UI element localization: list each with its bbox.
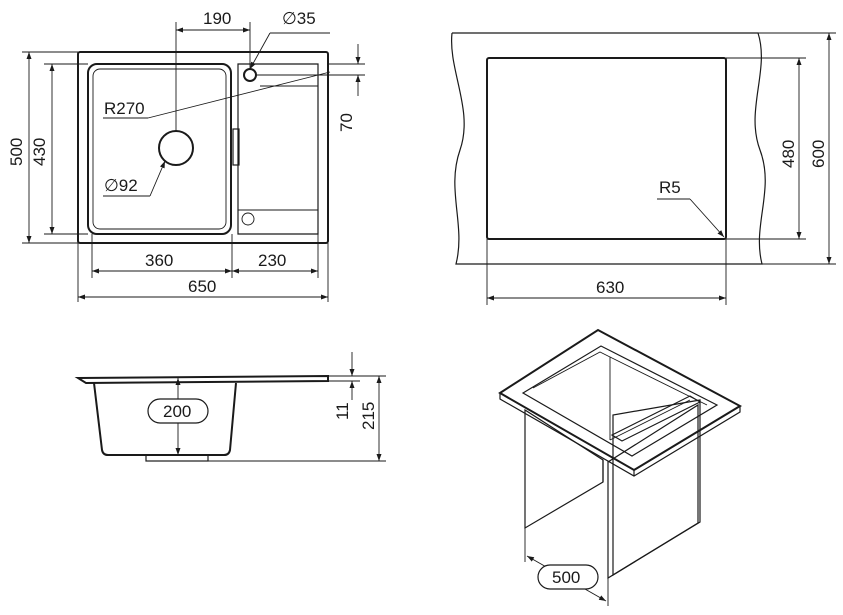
dim-iso-500-label: 500	[552, 568, 580, 587]
dim-11-label: 11	[333, 402, 352, 420]
iso-right-panel	[607, 403, 699, 580]
dim-r270-label: R270	[104, 99, 145, 118]
dim-630-label: 630	[596, 278, 624, 297]
dim-200-label: 200	[163, 402, 191, 421]
iso-view: 500	[498, 328, 743, 606]
dim-600-label: 600	[809, 140, 828, 168]
dim-230-label: 230	[258, 251, 286, 270]
iso-countertop-inner	[521, 345, 719, 457]
dim-dia35-label: ∅35	[282, 9, 316, 28]
dim-200-callout	[147, 398, 209, 424]
cutout-view: 480 600 R5 630	[450, 32, 836, 305]
dim-215-label: 215	[359, 402, 378, 430]
dim-iso-500-callout	[537, 564, 599, 590]
overflow-slot	[232, 128, 240, 166]
top-view: 190 ∅35 R270 ∅92 500 430 70	[7, 9, 365, 302]
dim-500-label: 500	[7, 138, 26, 166]
countertop-outline	[450, 32, 766, 265]
bowl-outline	[87, 63, 232, 235]
dim-r5-label: R5	[659, 178, 681, 197]
dim-70-label: 70	[337, 113, 356, 132]
dim-430-label: 430	[30, 138, 49, 166]
drainboard-outline	[237, 63, 319, 235]
iso-left-panel	[524, 408, 604, 530]
overflow-hole	[241, 212, 255, 226]
side-flange	[74, 374, 329, 385]
dim-480-label: 480	[779, 140, 798, 168]
side-drain	[145, 454, 209, 462]
dim-dia92-label: ∅92	[104, 176, 138, 195]
side-view: 200 11 215	[74, 352, 386, 462]
cutout-rect	[486, 57, 727, 240]
sink-outline	[77, 51, 329, 244]
dim-190-label: 190	[203, 9, 231, 28]
drain-hole	[158, 130, 194, 166]
dim-360-label: 360	[145, 251, 173, 270]
tap-hole	[243, 68, 257, 82]
bowl-inner-outline	[92, 68, 227, 230]
dim-650-label: 650	[188, 277, 216, 296]
